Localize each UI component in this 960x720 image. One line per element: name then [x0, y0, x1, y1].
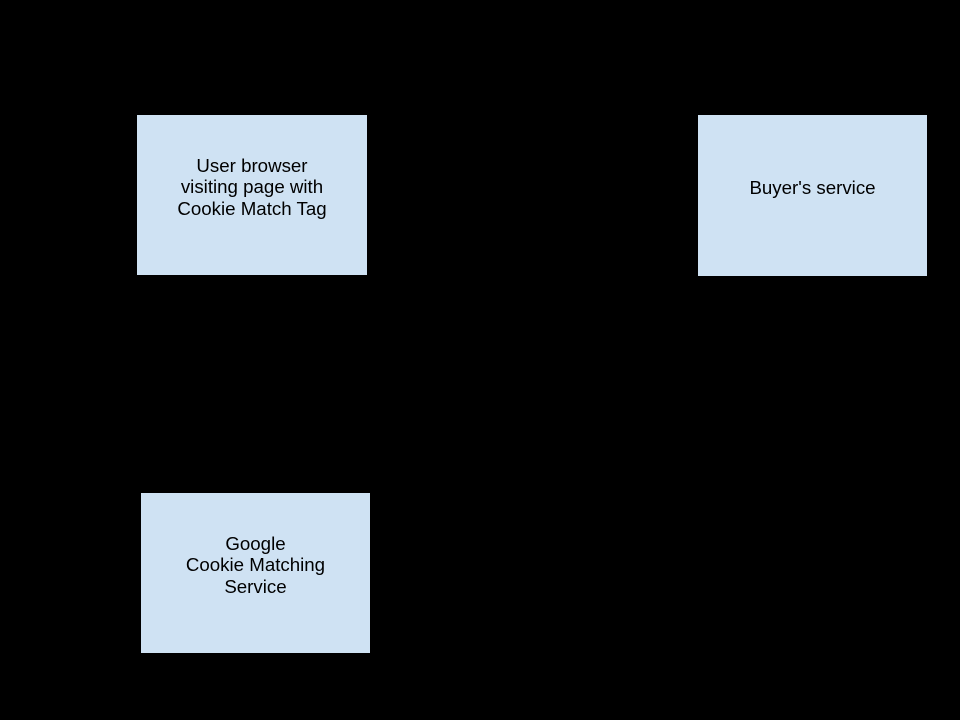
- node-buyers-service: Buyer's service: [697, 114, 928, 277]
- node-user-browser-label: User browser visiting page with Cookie M…: [177, 154, 327, 219]
- node-buyers-service-label: Buyer's service: [749, 176, 876, 198]
- node-user-browser: User browser visiting page with Cookie M…: [136, 114, 368, 276]
- node-google-cookie-matching-service: Google Cookie Matching Service: [140, 492, 371, 654]
- node-google-cookie-matching-service-label: Google Cookie Matching Service: [185, 532, 326, 597]
